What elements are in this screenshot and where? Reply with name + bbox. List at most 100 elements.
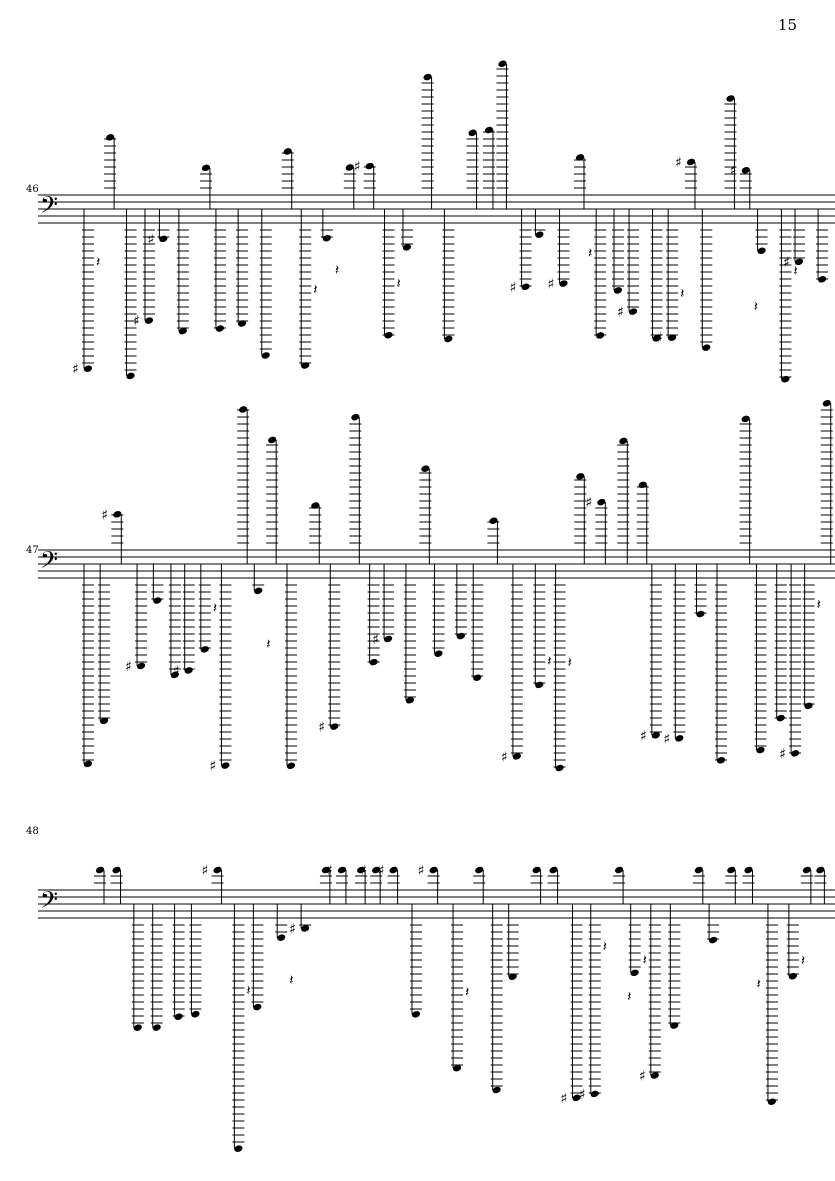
notehead xyxy=(159,235,168,243)
sharp-icon: ♯ xyxy=(639,1069,646,1085)
notehead xyxy=(521,283,530,291)
notehead xyxy=(213,866,222,874)
notehead xyxy=(726,95,735,102)
quarter-rest-icon: 𝄽 xyxy=(817,597,821,613)
notehead xyxy=(638,481,647,489)
notehead xyxy=(351,413,360,421)
notehead xyxy=(452,1064,462,1072)
notehead xyxy=(614,866,624,874)
notehead xyxy=(174,1013,183,1020)
page-number: 15 xyxy=(777,16,797,34)
notehead xyxy=(535,231,544,238)
sharp-icon: ♯ xyxy=(585,495,592,511)
system-3: 𝄢♯𝄽𝄽♯♯♯♯♯𝄽♯♯𝄽𝄽𝄽♯𝄽𝄽 xyxy=(38,863,835,1152)
notehead xyxy=(757,247,766,255)
notehead xyxy=(369,658,378,666)
sharp-icon: ♯ xyxy=(656,331,663,347)
notehead xyxy=(144,317,154,324)
notehead xyxy=(311,502,320,509)
quarter-rest-icon: 𝄽 xyxy=(465,984,469,1000)
notehead xyxy=(559,280,568,287)
sharp-icon: ♯ xyxy=(579,1087,586,1103)
notehead xyxy=(100,717,109,725)
notehead xyxy=(384,331,393,339)
sharp-icon: ♯ xyxy=(318,720,325,736)
quarter-rest-icon: 𝄽 xyxy=(603,939,607,955)
notehead xyxy=(575,154,585,161)
notehead xyxy=(200,646,209,653)
notehead xyxy=(136,662,146,670)
notehead xyxy=(423,73,432,81)
notehead xyxy=(411,1011,421,1018)
quarter-rest-icon: 𝄽 xyxy=(397,276,401,292)
notehead xyxy=(126,372,135,380)
notehead xyxy=(330,723,339,730)
notehead xyxy=(215,325,225,332)
notehead xyxy=(549,866,558,874)
notehead xyxy=(456,632,465,640)
quarter-rest-icon: 𝄽 xyxy=(588,245,592,261)
notehead xyxy=(802,866,811,874)
notehead xyxy=(429,866,438,874)
notehead xyxy=(702,344,711,351)
bass-clef-icon: 𝄢 xyxy=(40,546,58,579)
sharp-icon: ♯ xyxy=(418,863,425,879)
notehead xyxy=(619,437,628,445)
measure-number-48: 48 xyxy=(26,826,39,837)
quarter-rest-icon: 𝄽 xyxy=(547,653,551,669)
notehead xyxy=(106,134,115,141)
notehead xyxy=(421,465,430,472)
notehead xyxy=(630,969,639,977)
quarter-rest-icon: 𝄽 xyxy=(680,286,684,302)
notehead xyxy=(670,1022,679,1029)
notehead xyxy=(83,760,93,768)
quarter-rest-icon: 𝄽 xyxy=(643,952,647,968)
sharp-icon: ♯ xyxy=(501,749,508,765)
quarter-rest-icon: 𝄽 xyxy=(793,264,797,280)
measure-number-46: 46 xyxy=(26,184,39,195)
notehead xyxy=(576,473,585,480)
notehead xyxy=(201,164,211,172)
notehead xyxy=(555,764,564,772)
notehead xyxy=(727,866,736,874)
notehead xyxy=(152,1024,161,1031)
sharp-icon: ♯ xyxy=(202,863,209,879)
notehead xyxy=(597,498,606,506)
quarter-rest-icon: 𝄽 xyxy=(246,983,250,999)
notehead xyxy=(112,866,121,874)
quarter-rest-icon: 𝄽 xyxy=(627,989,631,1005)
sharp-icon: ♯ xyxy=(372,632,379,648)
notehead xyxy=(484,126,494,134)
notehead xyxy=(434,650,443,657)
notehead xyxy=(301,925,310,932)
sharp-icon: ♯ xyxy=(354,159,361,175)
sharp-icon: ♯ xyxy=(360,863,367,879)
notehead xyxy=(686,158,696,166)
sharp-icon: ♯ xyxy=(147,232,154,248)
notehead xyxy=(668,334,677,341)
sharp-icon: ♯ xyxy=(289,921,296,937)
notehead xyxy=(535,681,544,689)
notehead xyxy=(383,635,393,643)
bass-clef-icon: 𝄢 xyxy=(40,191,58,224)
quarter-rest-icon: 𝄽 xyxy=(568,655,572,671)
sharp-icon: ♯ xyxy=(173,663,180,679)
sharp-icon: ♯ xyxy=(125,659,132,675)
notehead xyxy=(277,934,286,941)
notehead xyxy=(238,320,247,327)
notehead xyxy=(716,757,726,764)
notehead xyxy=(822,399,831,407)
notehead xyxy=(322,234,331,242)
notehead xyxy=(337,866,347,874)
notehead xyxy=(776,714,785,722)
notehead xyxy=(489,517,498,524)
quarter-rest-icon: 𝄽 xyxy=(756,976,760,992)
notehead xyxy=(405,697,415,704)
sharp-icon: ♯ xyxy=(378,863,385,879)
sharp-icon: ♯ xyxy=(561,1091,568,1107)
system-1: 𝄢♯𝄽♯♯𝄽𝄽♯𝄽♯♯𝄽♯♯𝄽♯♯𝄽𝄽♯ xyxy=(38,60,835,383)
sharp-icon: ♯ xyxy=(72,362,79,378)
sharp-icon: ♯ xyxy=(133,314,140,330)
notehead xyxy=(694,866,703,874)
